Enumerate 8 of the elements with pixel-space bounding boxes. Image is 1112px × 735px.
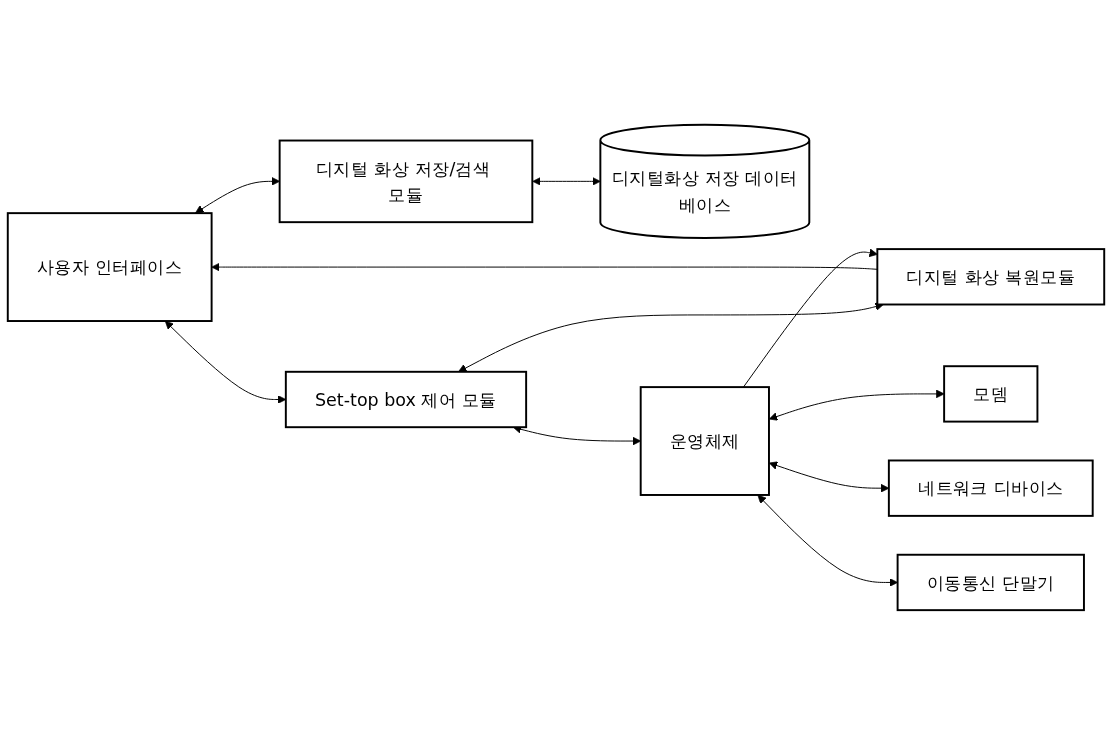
node-box: 네트워크 디바이스 — [887, 459, 1094, 517]
node-box: 운영체제 — [639, 386, 770, 496]
node-box: 사용자 인터페이스 — [6, 212, 213, 323]
node-box: 모뎀 — [943, 365, 1039, 423]
node-box: Set-top box 제어 모듈 — [284, 370, 528, 429]
node-box: 디지털 화상 저장/검색 모듈 — [278, 139, 534, 224]
node-box: 디지털 화상 복원모듈 — [876, 248, 1106, 306]
node-box: 이동통신 단말기 — [896, 553, 1085, 612]
